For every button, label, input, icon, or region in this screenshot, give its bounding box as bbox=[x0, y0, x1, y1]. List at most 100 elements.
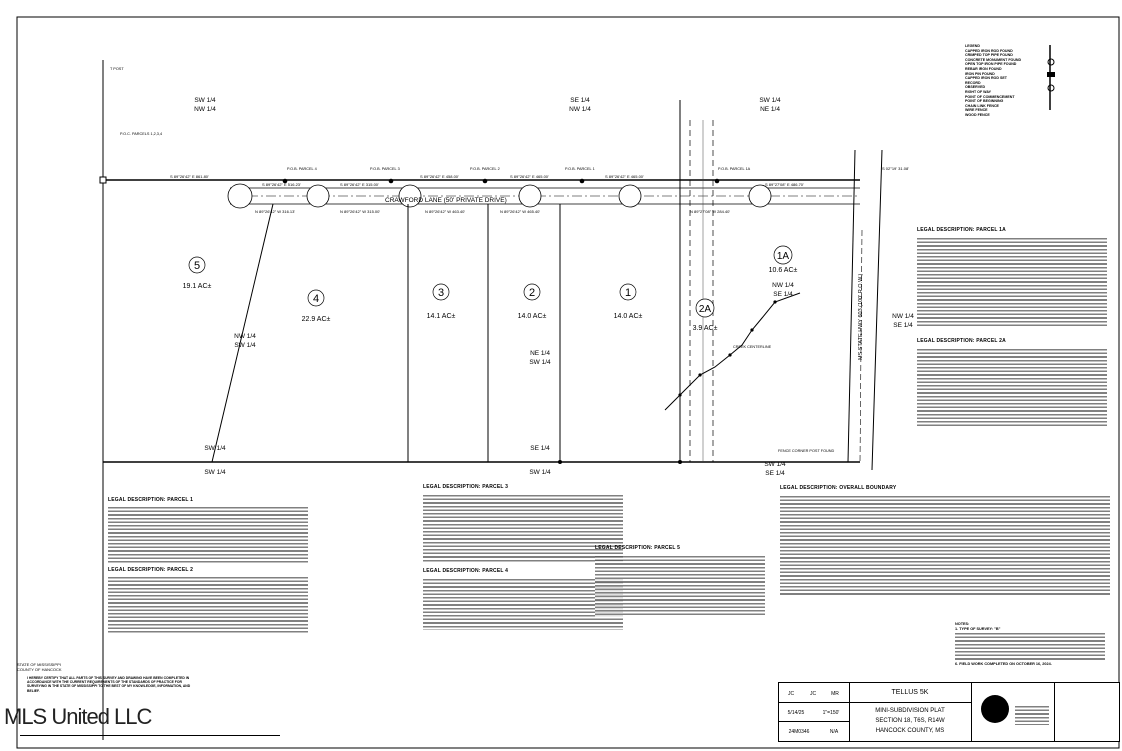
approved-by: MR bbox=[831, 691, 839, 697]
date: 5/14/25 bbox=[787, 710, 805, 716]
notes-title: NOTES: bbox=[955, 622, 970, 626]
svg-text:2A: 2A bbox=[699, 304, 712, 315]
svg-text:NE 1/4: NE 1/4 bbox=[530, 350, 550, 357]
svg-text:SW 1/4: SW 1/4 bbox=[529, 469, 551, 476]
legal-parcel-1-title: LEGAL DESCRIPTION: PARCEL 1 bbox=[108, 497, 194, 503]
creek-centerline bbox=[664, 292, 801, 411]
pob-note: P.O.B. PARCEL 4 bbox=[287, 167, 317, 171]
svg-text:NW 1/4: NW 1/4 bbox=[892, 313, 914, 320]
parcel-2: 2 14.0 AC± bbox=[518, 283, 547, 320]
svg-text:1: 1 bbox=[625, 287, 631, 299]
creek-points bbox=[678, 300, 777, 397]
bearing-label: S 89°26'42" E 458.00' bbox=[420, 174, 459, 179]
bearing-label: S 89°26'42" E 465.00' bbox=[605, 174, 644, 179]
svg-text:5: 5 bbox=[194, 260, 200, 272]
parcel-2a: 2A3.9 AC± bbox=[693, 298, 718, 332]
sheet: N/A bbox=[829, 729, 839, 735]
svg-text:14.1 AC±: 14.1 AC± bbox=[427, 313, 456, 320]
svg-text:SW 1/4: SW 1/4 bbox=[194, 97, 216, 104]
legal-overall-title: LEGAL DESCRIPTION: OVERALL BOUNDARY bbox=[780, 485, 897, 491]
svg-text:NW 1/4: NW 1/4 bbox=[194, 106, 216, 113]
drawn-by: JC bbox=[787, 691, 795, 697]
svg-text:SE 1/4: SE 1/4 bbox=[570, 97, 590, 104]
parcel-line-5-4 bbox=[211, 203, 274, 463]
svg-text:4: 4 bbox=[313, 293, 319, 305]
legal-parcel-2a-text bbox=[917, 348, 1107, 428]
legal-parcel-2a-title: LEGAL DESCRIPTION: PARCEL 2A bbox=[917, 338, 1006, 344]
svg-text:14.0 AC±: 14.0 AC± bbox=[518, 313, 547, 320]
watermark: MLS United LLC bbox=[4, 704, 152, 729]
client-name: TELLUS 5K bbox=[891, 689, 929, 696]
bearing-label: N 89°27'08" W 284.40' bbox=[690, 209, 730, 214]
svg-text:SW 1/4: SW 1/4 bbox=[529, 359, 551, 366]
bearing-label: S 89°26'42" E 516.23' bbox=[262, 182, 301, 187]
fence-label: FENCE CORNER POST FOUND bbox=[778, 449, 835, 453]
bearing-label: S 89°27'08" E 486.70' bbox=[765, 182, 804, 187]
svg-text:19.1 AC±: 19.1 AC± bbox=[183, 283, 212, 290]
svg-text:SE 1/4: SE 1/4 bbox=[773, 291, 793, 298]
plat-section: SECTION 18, T6S, R14W bbox=[875, 718, 945, 724]
road-label: CRAWFORD LANE (50' PRIVATE DRIVE) bbox=[385, 197, 507, 204]
company-logo bbox=[981, 695, 1009, 723]
svg-text:SE 1/4: SE 1/4 bbox=[530, 445, 550, 452]
svg-text:NW 1/4: NW 1/4 bbox=[234, 333, 256, 340]
svg-text:SW 1/4: SW 1/4 bbox=[234, 342, 256, 349]
svg-text:SW 1/4: SW 1/4 bbox=[204, 469, 226, 476]
svg-text:NE 1/4: NE 1/4 bbox=[760, 106, 780, 113]
bearing-label: S 89°26'42" E 465.00' bbox=[510, 174, 549, 179]
svg-text:3: 3 bbox=[438, 287, 444, 299]
checked-by: JC bbox=[809, 691, 817, 697]
bearing-label: S 89°26'42" E 315.00' bbox=[340, 182, 379, 187]
bearing-label: N 89°26'42" W 316.13' bbox=[255, 209, 295, 214]
quarter-labels: SW 1/4 NW 1/4 SE 1/4 NW 1/4 SW 1/4 NE 1/4 N… bbox=[194, 97, 914, 477]
bearing-labels: S 89°26'42" E 861.80' S 89°26'42" E 516.… bbox=[170, 166, 909, 214]
pob-note: P.O.B. PARCEL 1 bbox=[565, 167, 595, 171]
north-arrow-icon bbox=[1047, 45, 1055, 110]
svg-text:2: 2 bbox=[529, 287, 535, 299]
legal-parcel-3-title: LEGAL DESCRIPTION: PARCEL 3 bbox=[423, 484, 509, 490]
certification-text: I HEREBY CERTIFY THAT ALL PARTS OF THIS … bbox=[27, 676, 191, 693]
tpost-label: T POST bbox=[110, 67, 124, 71]
bearing-label: N 89°26'42" W 315.00' bbox=[340, 209, 380, 214]
parcel-5: 5 19.1 AC± bbox=[183, 256, 212, 290]
plat-county: HANCOCK COUNTY, MS bbox=[875, 728, 945, 734]
legend-title: LEGEND bbox=[965, 44, 980, 48]
sheet-border bbox=[16, 16, 1120, 749]
monuments bbox=[99, 176, 720, 464]
bearing-label: N 89°26'42" W 465.40' bbox=[500, 209, 540, 214]
legal-parcel-5-title: LEGAL DESCRIPTION: PARCEL 5 bbox=[595, 545, 681, 551]
legal-parcel-2-title: LEGAL DESCRIPTION: PARCEL 2 bbox=[108, 567, 194, 573]
notes: NOTES: 1. TYPE OF SURVEY: "B" 6. FIELD W… bbox=[955, 622, 1110, 667]
bearing-label: S 89°26'42" E 861.80' bbox=[170, 174, 209, 179]
svg-text:SE 1/4: SE 1/4 bbox=[893, 322, 913, 329]
legal-parcel-3-text bbox=[423, 494, 623, 562]
legal-overall-text bbox=[780, 495, 1110, 595]
note-item: 6. FIELD WORK COMPLETED ON OCTOBER 16, 2… bbox=[955, 662, 1052, 666]
highway-label: MS STATE HWY 603 (100' R.O.W.) bbox=[858, 274, 864, 360]
legal-parcel-4-title: LEGAL DESCRIPTION: PARCEL 4 bbox=[423, 568, 509, 574]
svg-text:SW 1/4: SW 1/4 bbox=[759, 97, 781, 104]
svg-text:SE 1/4: SE 1/4 bbox=[765, 470, 785, 477]
svg-text:22.9 AC±: 22.9 AC± bbox=[302, 316, 331, 323]
poc-note: P.O.C. PARCELS 1,2,3,4 bbox=[120, 132, 162, 136]
svg-text:SW 1/4: SW 1/4 bbox=[204, 445, 226, 452]
scale: 1"=150' bbox=[822, 710, 840, 716]
note-item: 1. TYPE OF SURVEY: "B" bbox=[955, 627, 1001, 631]
legal-parcel-1a-title: LEGAL DESCRIPTION: PARCEL 1A bbox=[917, 227, 1006, 233]
pob-note: P.O.B. PARCEL 2 bbox=[470, 167, 500, 171]
job-number: 24M0346 bbox=[788, 729, 810, 735]
svg-text:SW 1/4: SW 1/4 bbox=[764, 461, 786, 468]
svg-text:NW 1/4: NW 1/4 bbox=[772, 282, 794, 289]
legal-parcel-1-text bbox=[108, 506, 308, 564]
cul-de-sacs bbox=[227, 183, 772, 209]
legal-parcel-4-text bbox=[423, 578, 623, 630]
title-block: JC JC MR 5/14/25 1"=150' 24M0346 N/A TEL… bbox=[778, 682, 1120, 742]
svg-text:10.6 AC±: 10.6 AC± bbox=[769, 267, 798, 274]
plat-title: MINI-SUBDIVISION PLAT bbox=[875, 708, 945, 714]
parcel-4: 4 22.9 AC± bbox=[302, 289, 331, 323]
legal-parcel-2-text bbox=[108, 576, 308, 634]
